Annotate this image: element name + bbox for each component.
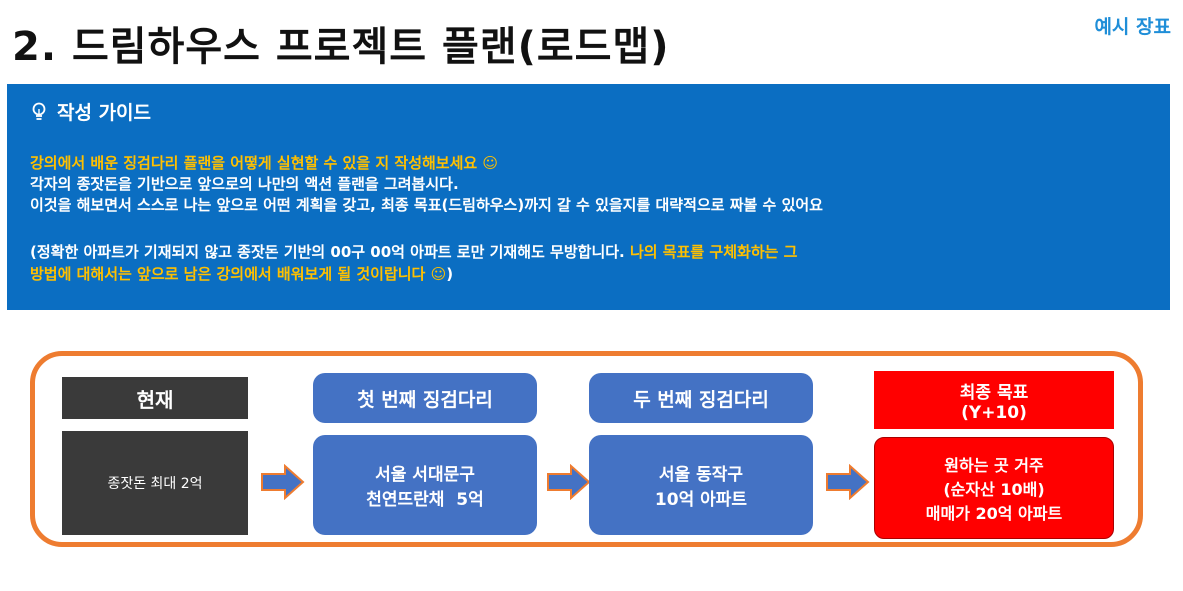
right-arrow-icon — [826, 464, 870, 500]
guide-line-3: 이것을 해보면서 스스로 나는 앞으로 어떤 계획을 갖고, 최종 목표(드림하… — [30, 196, 823, 214]
stage-final-goal-line-1: 원하는 곳 거주 — [944, 456, 1044, 475]
guide-line-4-orange: 나의 목표를 구체화하는 그 — [629, 243, 798, 261]
guide-heading-text: 작성 가이드 — [57, 102, 152, 124]
guide-heading: 작성 가이드 — [31, 98, 151, 125]
stage-final-goal-year: (Y+10) — [961, 402, 1027, 423]
stage-final-goal-header: 최종 목표 (Y+10) — [874, 371, 1114, 429]
stage-second-bridge-header: 두 번째 징검다리 — [589, 373, 813, 423]
stage-first-bridge-header: 첫 번째 징검다리 — [313, 373, 537, 423]
guide-line-4: (정확한 아파트가 기재되지 않고 종잣돈 기반의 00구 00억 아파트 로만… — [30, 241, 797, 262]
stage-second-bridge-body: 서울 동작구 10억 아파트 — [589, 435, 813, 535]
stage-final-goal-line-3: 매매가 20억 아파트 — [925, 504, 1063, 523]
stage-first-bridge-line-1: 서울 서대문구 — [375, 465, 475, 485]
writing-guide-panel: 작성 가이드 강의에서 배운 징검다리 플랜을 어떻게 실현할 수 있을 지 작… — [7, 84, 1170, 310]
stage-second-bridge-line-1: 서울 동작구 — [658, 465, 744, 485]
guide-line-1: 강의에서 배운 징검다리 플랜을 어떻게 실현할 수 있을 지 작성해보세요 ☺ — [30, 154, 499, 172]
stage-current-header: 현재 — [62, 377, 248, 419]
guide-line-2: 각자의 종잣돈을 기반으로 앞으로의 나만의 액션 플랜을 그려봅시다. — [30, 175, 459, 193]
page-title: 2. 드림하우스 프로젝트 플랜(로드맵) — [12, 24, 670, 70]
right-arrow-icon — [261, 464, 305, 500]
stage-current-body: 종잣돈 최대 2억 — [62, 431, 248, 535]
lightbulb-icon — [32, 102, 46, 120]
stage-first-bridge-line-2: 천연뜨란채 5억 — [366, 490, 484, 510]
guide-line-4-white: (정확한 아파트가 기재되지 않고 종잣돈 기반의 00구 00억 아파트 로만… — [30, 243, 630, 261]
stage-final-goal-title: 최종 목표 — [959, 382, 1029, 403]
guide-line-5: 방법에 대해서는 앞으로 남은 강의에서 배워보게 될 것이랍니다 ☺) — [30, 263, 453, 284]
example-slide-tag: 예시 장표 — [1094, 16, 1171, 38]
roadmap-frame — [30, 351, 1143, 547]
guide-line-5-white: ) — [446, 265, 454, 283]
stage-final-goal-line-2: (순자산 10배) — [943, 480, 1045, 499]
stage-second-bridge-line-2: 10억 아파트 — [654, 490, 748, 510]
stage-final-goal-body: 원하는 곳 거주 (순자산 10배) 매매가 20억 아파트 — [874, 437, 1114, 539]
guide-line-5-orange: 방법에 대해서는 앞으로 남은 강의에서 배워보게 될 것이랍니다 ☺ — [30, 265, 447, 283]
right-arrow-icon — [547, 464, 591, 500]
stage-first-bridge-body: 서울 서대문구 천연뜨란채 5억 — [313, 435, 537, 535]
